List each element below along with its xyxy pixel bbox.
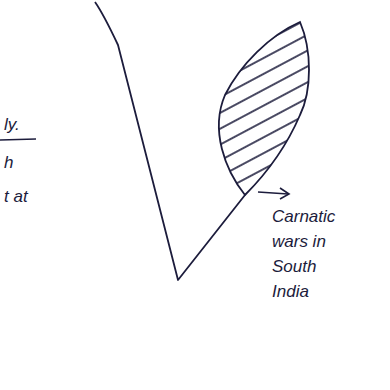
outline-line <box>95 2 245 280</box>
note-fragment: h <box>4 150 13 175</box>
callout-note: Carnatic wars in South India <box>272 204 356 304</box>
hatched-region <box>219 22 309 195</box>
arrow-head <box>280 188 289 199</box>
leader-arrow <box>258 192 288 194</box>
note-fragment: ly. <box>4 112 20 137</box>
note-fragment: t at <box>4 184 28 209</box>
underline <box>0 139 36 140</box>
